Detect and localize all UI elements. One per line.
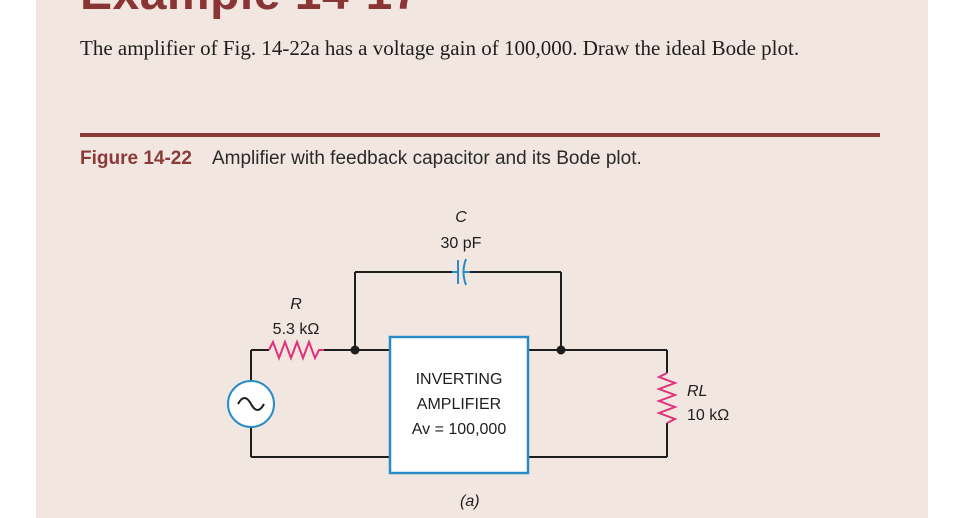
capacitor-value: 30 pF	[441, 235, 482, 252]
load-value: 10 kΩ	[687, 407, 729, 424]
capacitor-name: C	[455, 209, 467, 226]
resistor-symbol	[268, 339, 324, 361]
amplifier-label-line1: INVERTING	[415, 371, 503, 388]
circuit-wires	[250, 271, 668, 458]
resistor-value: 5.3 kΩ	[273, 321, 320, 338]
section-rule	[80, 133, 880, 137]
load-resistor-symbol	[656, 372, 678, 424]
input-junction-dot	[350, 345, 360, 355]
amplifier-box	[388, 335, 530, 475]
example-heading: Example 14-17	[80, 0, 420, 21]
amplifier-label: INVERTING AMPLIFIER Av = 100,000	[390, 367, 528, 442]
figure-caption: Figure 14-22 Amplifier with feedback capa…	[80, 148, 642, 170]
load-name: RL	[687, 383, 707, 400]
figure-caption-text: Amplifier with feedback capacitor and it…	[211, 148, 642, 169]
amplifier-label-line2: AMPLIFIER	[416, 396, 502, 413]
ac-source-symbol	[227, 380, 275, 428]
amplifier-gain: Av = 100,000	[411, 421, 507, 438]
problem-statement: The amplifier of Fig. 14-22a has a volta…	[80, 36, 800, 60]
capacitor-symbol	[452, 258, 470, 286]
resistor-name: R	[290, 296, 302, 313]
output-junction-dot	[556, 345, 566, 355]
figure-label: Figure 14-22	[80, 148, 192, 169]
figure-part-label: (a)	[460, 493, 480, 510]
